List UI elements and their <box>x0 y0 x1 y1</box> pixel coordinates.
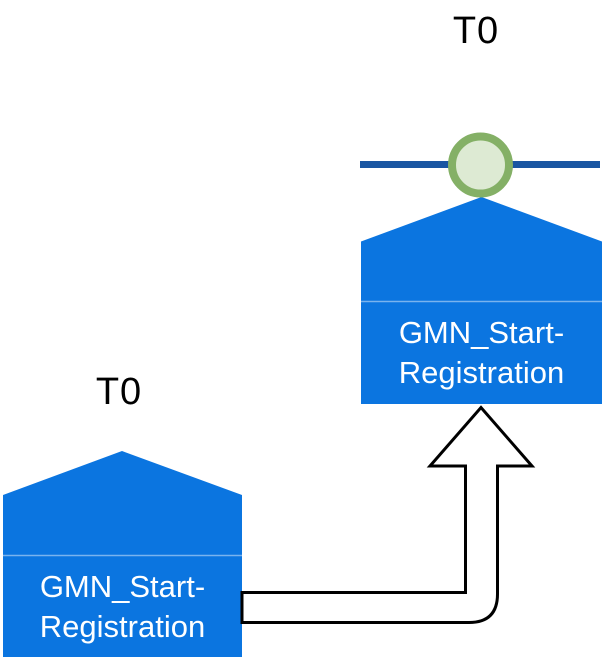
right-node-label: GMN_Start- Registration <box>361 301 602 404</box>
left-node-label-line2: Registration <box>39 608 206 644</box>
left-node-label: GMN_Start- Registration <box>3 555 242 658</box>
right-node-label-line2: Registration <box>398 354 565 390</box>
right-node-timestamp-label: T0 <box>452 10 500 52</box>
left-process-node-shape[interactable] <box>3 451 242 657</box>
left-node-timestamp-label: T0 <box>95 371 143 413</box>
flow-arrow[interactable] <box>240 405 536 624</box>
right-node-label-line1: GMN_Start- <box>398 314 565 350</box>
left-node-label-line1: GMN_Start- <box>39 568 206 604</box>
right-process-node-shape[interactable] <box>361 197 602 404</box>
event-circle[interactable] <box>448 132 513 198</box>
